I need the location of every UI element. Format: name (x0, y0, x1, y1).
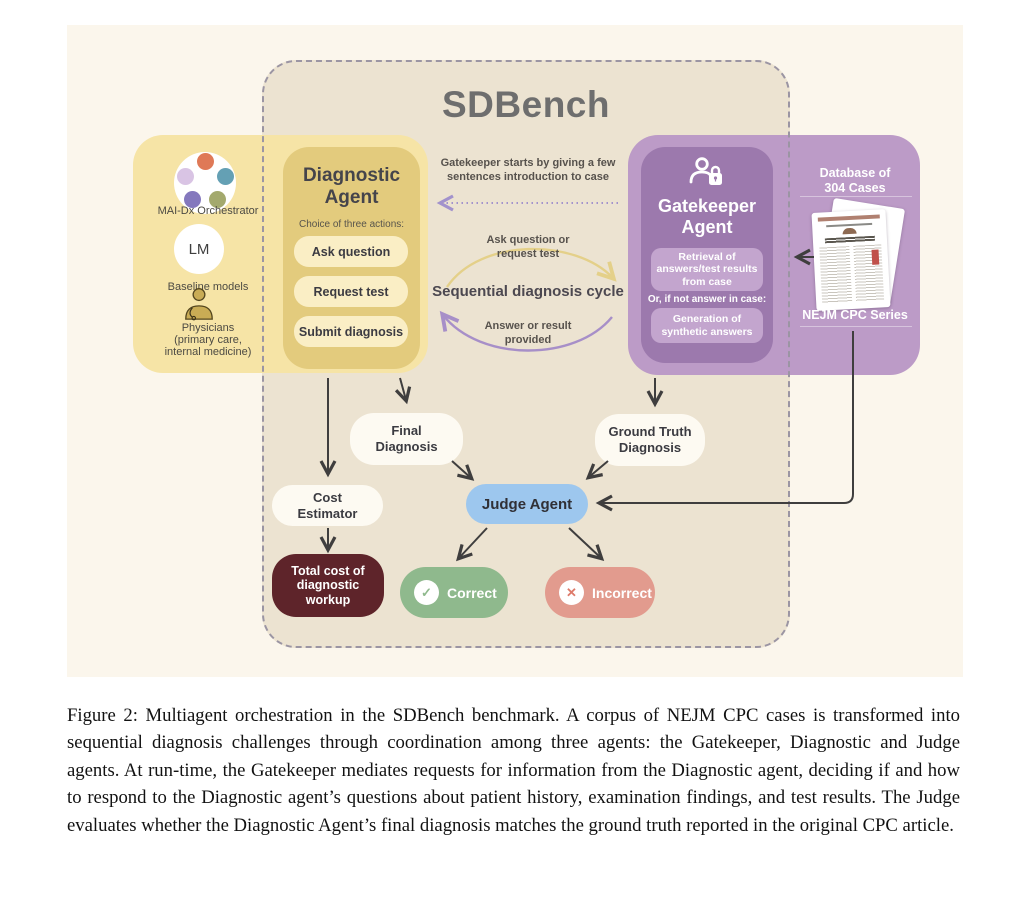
nejm-series-label: NEJM CPC Series (802, 308, 908, 322)
baseline-models-label: Baseline models (167, 281, 249, 293)
doc-logo-arc (842, 227, 857, 235)
submit-diagnosis-button: Submit diagnosis (294, 316, 408, 347)
physician-icon (185, 288, 213, 321)
cost-estimator-node: Cost Estimator (272, 485, 383, 526)
retrieval-box: Retrieval of answers/test results from c… (651, 248, 763, 291)
lm-icon: LM (174, 224, 224, 274)
dot-purple (184, 191, 201, 208)
check-icon: ✓ (414, 580, 439, 605)
doc-header-bar (817, 214, 880, 222)
nejm-document-stack (810, 197, 906, 314)
dot-lavender (176, 168, 194, 185)
incorrect-node: ✕ Incorrect (545, 567, 655, 618)
total-cost-node: Total cost of diagnostic workup (272, 554, 384, 617)
sequential-cycle-label: Sequential diagnosis cycle (432, 283, 624, 300)
correct-label: Correct (447, 584, 497, 601)
database-divider-top (800, 196, 912, 197)
ask-or-request-text: Ask question or request test (486, 234, 570, 260)
physicians-label: Physicians (primary care, internal medic… (164, 322, 252, 358)
diagnostic-subtitle: Choice of three actions: (298, 219, 405, 230)
request-test-button: Request test (294, 276, 408, 307)
fallback-label: Or, if not answer in case: (647, 294, 767, 305)
gatekeeper-lock-icon (689, 157, 722, 185)
doc-red-highlight (871, 249, 880, 265)
answer-provided-text: Answer or result provided (484, 320, 572, 346)
doc-rule (826, 222, 873, 228)
final-diagnosis-node: Final Diagnosis (350, 413, 463, 465)
doc-title-lines (824, 235, 876, 244)
generation-box: Generation of synthetic answers (651, 308, 763, 343)
database-label: Database of 304 Cases (819, 166, 891, 195)
document-page-front (811, 209, 891, 311)
mai-dx-orchestrator-icon (174, 152, 236, 214)
gatekeeper-intro-text: Gatekeeper starts by giving a few senten… (440, 157, 616, 183)
sdbench-title: SDBench (442, 84, 610, 125)
figure-caption: Figure 2: Multiagent orchestration in th… (67, 705, 960, 836)
judge-agent-node: Judge Agent (466, 484, 588, 524)
database-divider-bottom (800, 326, 912, 327)
dot-teal (216, 168, 234, 185)
doc-column-left (819, 246, 853, 304)
gatekeeper-agent-title: Gatekeeper Agent (657, 196, 757, 237)
diagnostic-agent-title: Diagnostic Agent (302, 165, 401, 208)
correct-node: ✓ Correct (400, 567, 508, 618)
orchestrator-label: MAI-Dx Orchestrator (157, 205, 259, 217)
dot-olive (208, 191, 226, 208)
ground-truth-node: Ground Truth Diagnosis (595, 414, 705, 466)
incorrect-label: Incorrect (592, 584, 652, 601)
doc-column-right (853, 244, 885, 302)
ask-question-button: Ask question (294, 236, 408, 267)
dot-orange (196, 153, 214, 170)
x-icon: ✕ (559, 580, 584, 605)
